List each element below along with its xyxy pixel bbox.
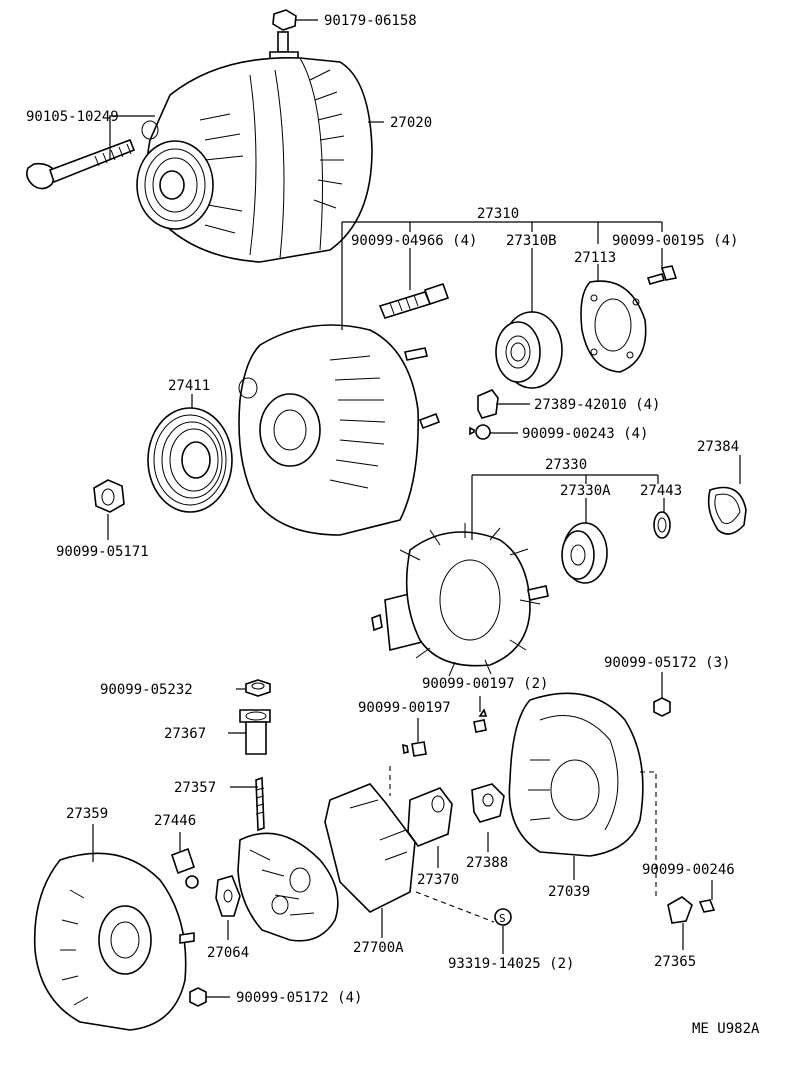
leader-lines [92,19,741,998]
label-27310B: 27310B [506,233,557,249]
label-27064: 27064 [207,945,249,961]
terminal-nut-drawing [269,9,299,61]
drive-end-frame-drawing [238,324,441,536]
label-27330: 27330 [545,457,587,473]
svg-text:S: S [499,912,506,925]
pulley-nut-drawing [93,479,125,513]
label-27700A: 27700A [353,940,404,956]
bearing-27330A-drawing [561,522,608,584]
stud-bolt-drawing [378,282,450,319]
label-27330A: 27330A [560,483,611,499]
label-27357: 27357 [174,780,216,796]
label-90099-00195: 90099-00195 (4) [612,233,738,249]
label-27365: 27365 [654,954,696,970]
insulator-27064-drawing [215,875,241,917]
washer-27443-drawing [653,511,671,539]
label-27359: 27359 [66,806,108,822]
label-90099-04966: 90099-04966 (4) [351,233,477,249]
insulator-27367-drawing [239,709,271,755]
screw-93319-drawing: S [494,908,512,926]
nut-05172-4-drawing [189,987,207,1007]
terminal-27365-drawing [667,896,716,924]
label-90099-05172-3: 90099-05172 (3) [604,655,730,671]
part-labels: 90179-06158 90105-10249 27020 27310 9009… [26,13,760,1037]
bearing-27310B-drawing [495,311,563,389]
label-27411: 27411 [168,378,210,394]
cover-27384-drawing [707,486,747,535]
rectifier-drawing [237,776,339,942]
brush-holder-drawing [407,787,453,847]
screw-00195-drawing [646,265,678,285]
label-90099-00197-2: 90099-00197 (2) [422,676,548,692]
label-27389-42010: 27389-42010 (4) [534,397,660,413]
label-27446: 27446 [154,813,196,829]
retainer-clip-drawing [477,389,499,419]
rear-cover-drawing [33,852,195,1031]
terminal-insulator-27446-drawing [170,847,199,889]
label-27367: 27367 [164,726,206,742]
insulator-27388-drawing [471,783,505,823]
label-27113: 27113 [574,250,616,266]
label-90099-00197: 90099-00197 [358,700,451,716]
alternator-assembly-drawing [136,56,373,263]
pulley-drawing [147,407,233,513]
label-27388: 27388 [466,855,508,871]
label-93319-14025: 93319-14025 (2) [448,956,574,972]
label-27020: 27020 [390,115,432,131]
retainer-plate-drawing [580,280,647,373]
label-27370: 27370 [417,872,459,888]
label-90099-05171: 90099-05171 [56,544,149,560]
label-90179-06158: 90179-06158 [324,13,417,29]
diagram-code: ME U982A [692,1021,760,1037]
screw-00197-drawing [402,741,427,757]
label-90099-05172-4: 90099-05172 (4) [236,990,362,1006]
rear-end-frame-drawing [508,692,657,900]
label-27039: 27039 [548,884,590,900]
nut-05232-drawing [245,679,271,697]
long-bolt-drawing [26,138,136,190]
rotor-drawing [371,523,549,677]
regulator-drawing [324,766,495,923]
label-90099-00246: 90099-00246 [642,862,735,878]
label-90099-05232: 90099-05232 [100,682,193,698]
label-27384: 27384 [697,439,739,455]
nut-05172-3-drawing [653,697,671,717]
label-27310: 27310 [477,206,519,222]
screw-00197-2-drawing [473,708,488,733]
screw-00243-drawing [469,424,491,440]
label-27443: 27443 [640,483,682,499]
label-90099-00243: 90099-00243 (4) [522,426,648,442]
label-90105-10249: 90105-10249 [26,109,119,125]
